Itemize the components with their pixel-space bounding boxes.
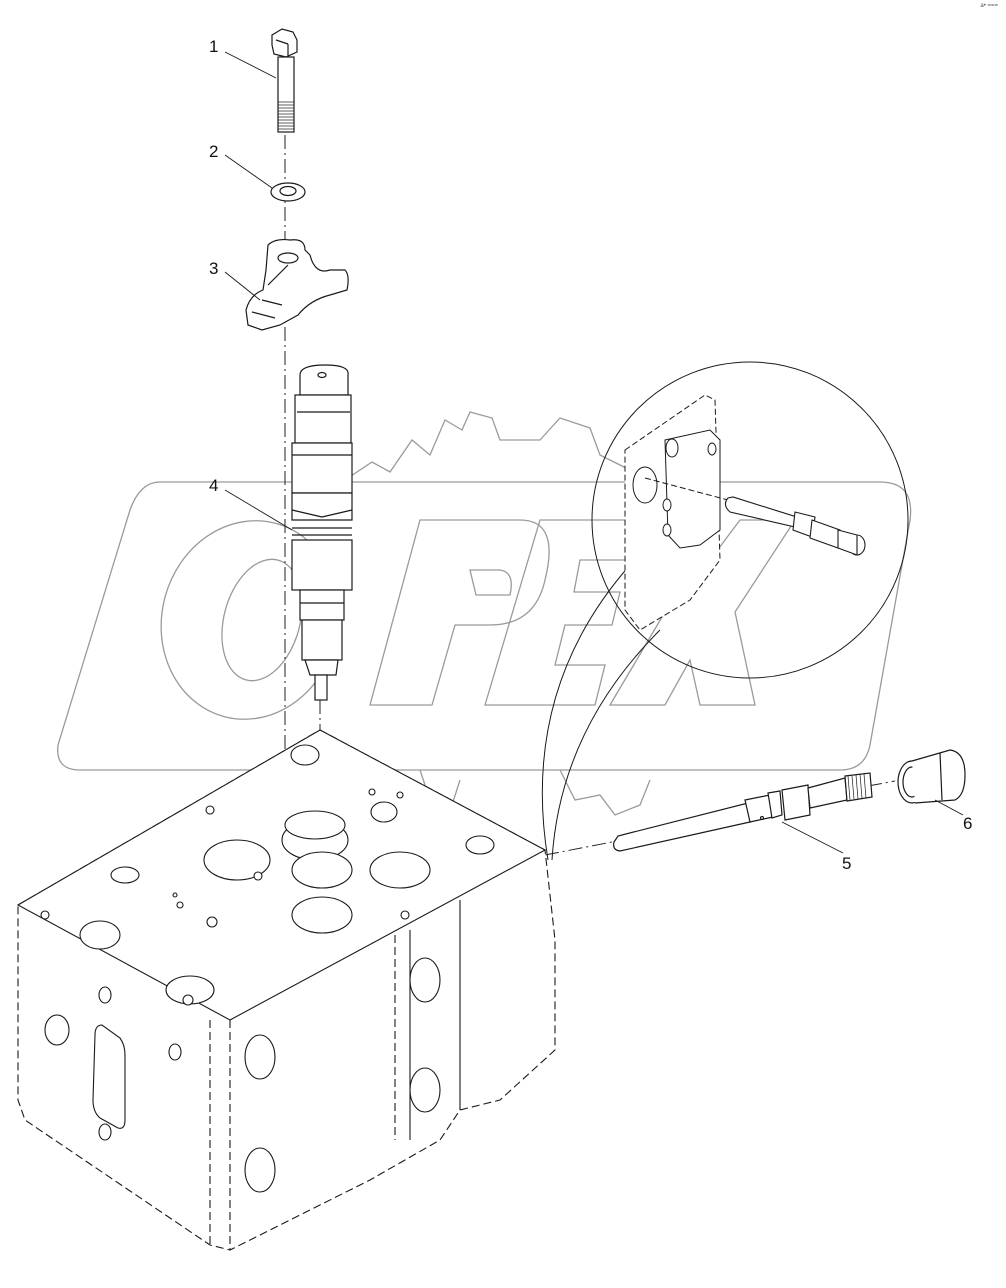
corner-mark: a• === xyxy=(980,3,998,9)
detail-view-circle xyxy=(541,361,909,861)
callout-1: 1 xyxy=(209,37,219,56)
part-6-nut[interactable] xyxy=(897,749,966,804)
part-4-fuel-injector[interactable] xyxy=(291,364,353,701)
callout-4: 4 xyxy=(209,476,219,495)
part-1-bolt[interactable] xyxy=(271,28,298,133)
callout-3: 3 xyxy=(209,259,219,278)
callout-2: 2 xyxy=(209,142,219,161)
callout-5: 5 xyxy=(842,854,852,873)
cylinder-head[interactable] xyxy=(16,729,556,1251)
part-5-connector[interactable] xyxy=(613,772,873,852)
detail-view-head-section xyxy=(624,394,729,631)
leader-lines xyxy=(224,51,964,854)
watermark-logo xyxy=(57,411,912,816)
part-2-washer[interactable] xyxy=(270,182,306,202)
part-3-clamp[interactable] xyxy=(245,238,349,331)
callout-6: 6 xyxy=(963,814,973,833)
detail-view-connector xyxy=(724,496,866,556)
